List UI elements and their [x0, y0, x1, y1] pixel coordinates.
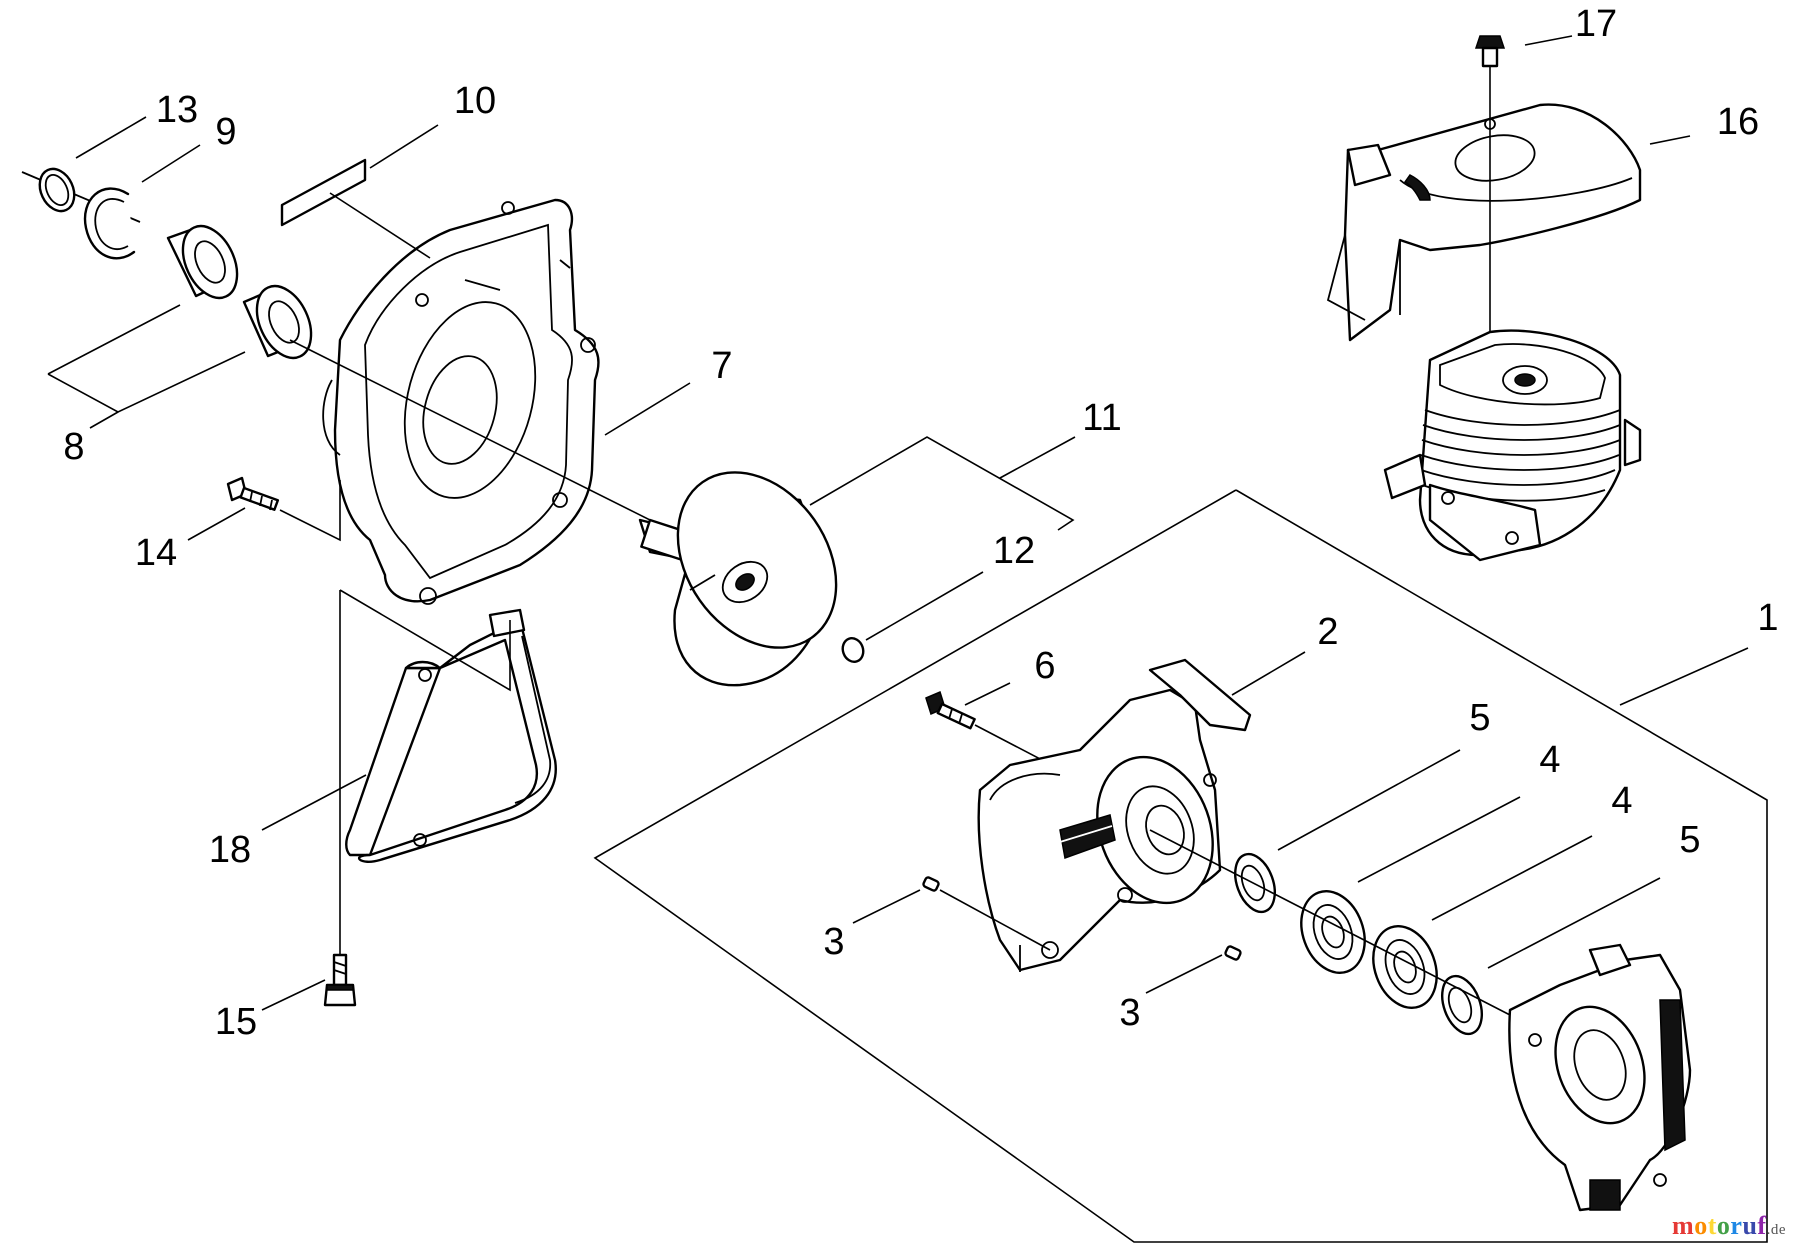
part-8-bearing-inner	[242, 284, 313, 360]
leader-12	[865, 571, 984, 641]
callout-3b: 3	[1119, 992, 1140, 1034]
crank-axis-line	[1149, 829, 1511, 1016]
leader-2	[1231, 651, 1306, 696]
leader-17	[1524, 35, 1573, 46]
part-12-washer	[841, 637, 865, 663]
leader-13	[75, 116, 147, 159]
leader-8b	[47, 304, 181, 375]
watermark-domain: .de	[1766, 1222, 1786, 1238]
callout-5b: 5	[1679, 819, 1700, 861]
part-17-cover-screw	[1474, 35, 1506, 340]
part-7-clutch-housing	[322, 198, 600, 605]
leader-3a	[852, 889, 921, 924]
callout-4a: 4	[1539, 739, 1560, 781]
leader-5a	[1277, 749, 1461, 851]
callout-18: 18	[209, 829, 251, 871]
leader-bracket-14	[279, 480, 341, 542]
part-11-clutch-drum	[638, 471, 838, 687]
part-4-bearing-right	[1372, 925, 1438, 1009]
part-crankcase-right	[1508, 943, 1692, 1212]
leader-11	[999, 436, 1076, 479]
callout-16: 16	[1717, 101, 1759, 143]
callout-3a: 3	[823, 921, 844, 963]
part-4-bearing-left	[1300, 890, 1366, 974]
watermark-letter: m	[1672, 1211, 1695, 1240]
callout-7: 7	[711, 345, 732, 387]
part-5-oil-seal-left	[1234, 852, 1276, 914]
leader-1	[1619, 647, 1749, 706]
watermark-letters: motoruf	[1672, 1211, 1767, 1240]
watermark-letter: o	[1694, 1211, 1708, 1240]
leader-9	[141, 144, 201, 183]
watermark-letter: o	[1716, 1211, 1731, 1240]
leader-4a	[1357, 796, 1521, 883]
leader-7	[604, 382, 691, 436]
part-15-screw	[323, 953, 357, 1007]
leader-bracket-11	[809, 436, 1075, 531]
leader-6	[964, 682, 1011, 706]
part-5-oil-seal-right	[1441, 974, 1483, 1036]
callout-14: 14	[135, 532, 177, 574]
watermark-logo: motoruf.de	[1672, 1211, 1786, 1241]
part-10-label-sticker	[280, 158, 367, 227]
callout-2: 2	[1317, 611, 1338, 653]
leader-14	[187, 507, 246, 541]
callout-9: 9	[215, 111, 236, 153]
callout-6: 6	[1034, 645, 1055, 687]
watermark-letter: u	[1742, 1211, 1758, 1240]
part-18-handle-bracket	[345, 608, 557, 863]
callout-13: 13	[156, 89, 198, 131]
leader-10	[369, 124, 439, 169]
leader-15	[261, 979, 326, 1011]
leader-bracket-18	[339, 589, 511, 692]
callout-12: 12	[993, 530, 1035, 572]
leader-18	[261, 774, 367, 831]
leader-8	[47, 351, 246, 413]
leader-5b	[1487, 877, 1661, 969]
callout-11: 11	[1082, 397, 1121, 439]
part-16-cylinder-cover	[1326, 103, 1642, 342]
callout-15: 15	[215, 1001, 257, 1043]
watermark-letter: f	[1757, 1211, 1767, 1240]
part-cylinder	[1383, 329, 1642, 562]
watermark-letter: r	[1730, 1211, 1743, 1240]
part-8-bearing-outer	[166, 224, 239, 300]
callout-5a: 5	[1469, 697, 1490, 739]
leader-16	[1649, 135, 1691, 145]
group-bracket-1	[593, 489, 1768, 1243]
part-14-screw	[226, 476, 280, 511]
part-9-circlip	[83, 187, 136, 260]
leader-3b	[1145, 954, 1223, 994]
leader-10b	[329, 192, 431, 259]
callout-4b: 4	[1611, 780, 1632, 822]
leader-8c	[89, 411, 119, 429]
part-3-dowel-pin-upper	[922, 876, 1051, 951]
axis-line	[289, 339, 681, 536]
part-2-crankcase-left	[977, 658, 1252, 972]
callout-17: 17	[1575, 3, 1617, 45]
leader-4b	[1431, 835, 1593, 921]
watermark-letter: t	[1707, 1211, 1717, 1240]
callout-1: 1	[1757, 597, 1778, 639]
part-3-dowel-pin-lower	[1224, 945, 1242, 961]
callout-10: 10	[454, 80, 496, 122]
callout-8: 8	[63, 426, 84, 468]
